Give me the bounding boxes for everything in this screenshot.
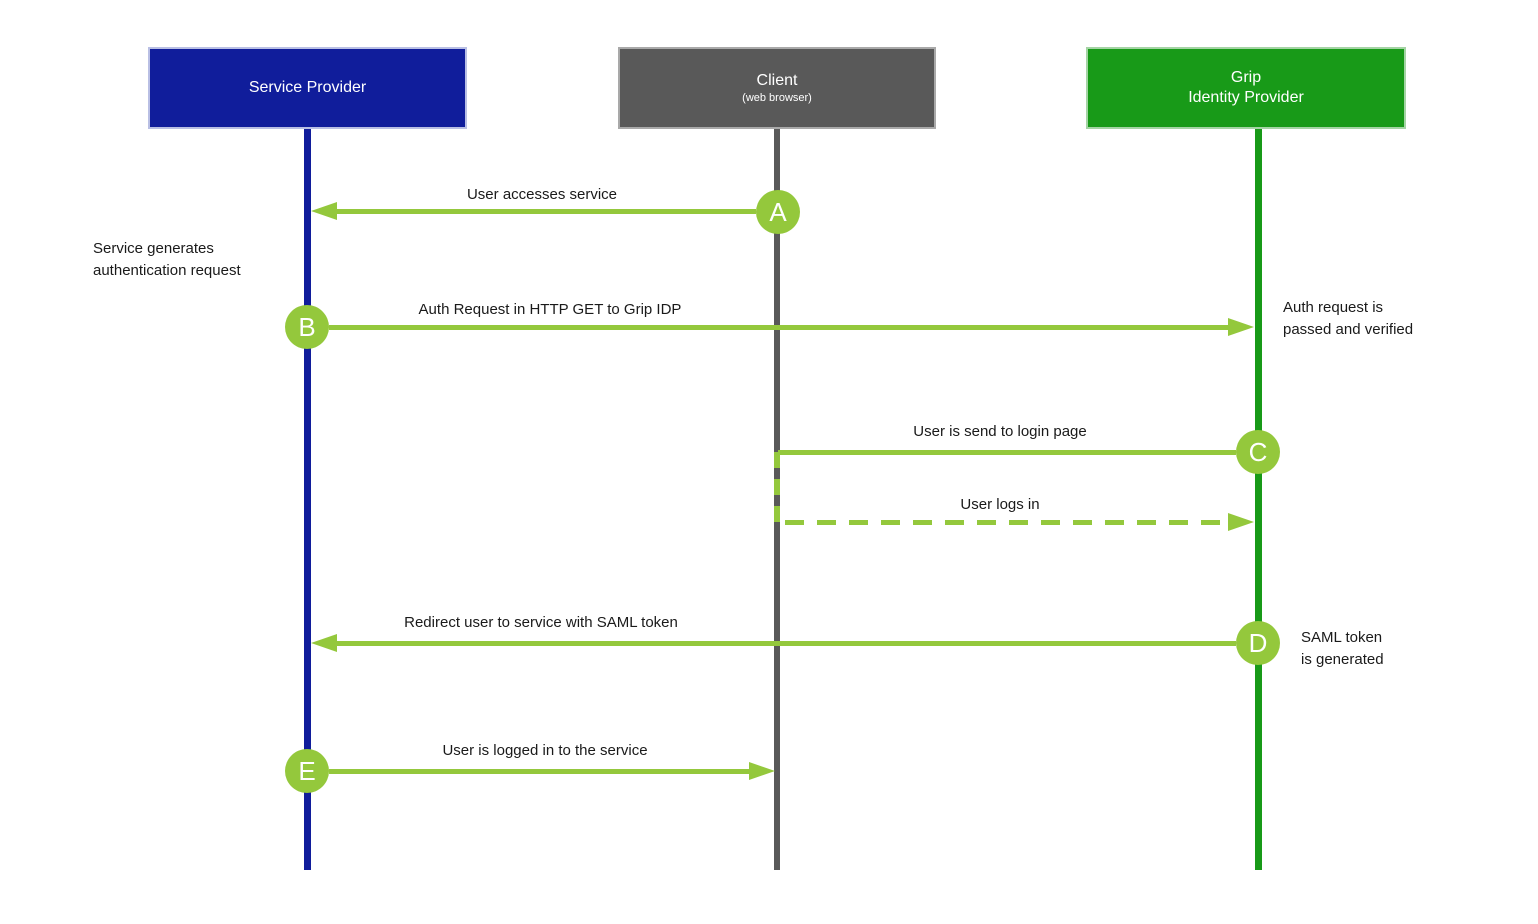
step-badge-b-letter: B bbox=[298, 311, 316, 342]
message-label-d: Redirect user to service with SAML token bbox=[404, 614, 678, 631]
arrowhead-a-icon bbox=[311, 202, 337, 220]
arrowhead-e-icon bbox=[749, 762, 775, 780]
message-label-c: User is send to login page bbox=[913, 423, 1087, 440]
actor-box-identity-provider: Grip Identity Provider bbox=[1086, 47, 1406, 129]
step-badge-e: E bbox=[285, 749, 329, 793]
message-arrow-e bbox=[329, 769, 749, 774]
step-badge-a-letter: A bbox=[769, 196, 787, 227]
message-arrow-user-logs-in bbox=[785, 520, 1226, 525]
note-saml-generated-line1: SAML token bbox=[1301, 629, 1383, 646]
step-badge-e-letter: E bbox=[298, 755, 316, 786]
step-badge-c: C bbox=[1236, 430, 1280, 474]
actor-label-idp-line1: Grip bbox=[1230, 69, 1262, 86]
note-service-generates: Service generates authentication request bbox=[93, 238, 241, 282]
actor-label-idp-line2: Identity Provider bbox=[1188, 89, 1304, 106]
note-auth-verified: Auth request is passed and verified bbox=[1283, 297, 1413, 341]
lifeline-identity-provider bbox=[1255, 129, 1262, 870]
message-label-e: User is logged in to the service bbox=[442, 742, 648, 759]
lifeline-service-provider bbox=[304, 129, 311, 870]
note-service-generates-line1: Service generates bbox=[93, 240, 214, 257]
message-arrow-d bbox=[334, 641, 1236, 646]
step-badge-b: B bbox=[285, 305, 329, 349]
note-auth-verified-line2: passed and verified bbox=[1283, 321, 1414, 338]
client-activation-dashes bbox=[774, 452, 780, 530]
message-label-b: Auth Request in HTTP GET to Grip IDP bbox=[418, 301, 682, 318]
arrowhead-login-icon bbox=[1228, 513, 1254, 531]
actor-box-service-provider: Service Provider bbox=[148, 47, 467, 129]
message-arrow-c bbox=[778, 450, 1236, 455]
note-service-generates-line2: authentication request bbox=[93, 262, 241, 279]
message-arrow-a bbox=[334, 209, 756, 214]
actor-label-client: Client bbox=[756, 72, 798, 89]
actor-sublabel-client: (web browser) bbox=[742, 92, 812, 104]
note-auth-verified-line1: Auth request is bbox=[1283, 299, 1384, 316]
arrowhead-d-icon bbox=[311, 634, 337, 652]
note-saml-generated-line2: is generated bbox=[1301, 651, 1384, 668]
arrowhead-b-icon bbox=[1228, 318, 1254, 336]
step-badge-d-letter: D bbox=[1248, 627, 1268, 658]
note-saml-generated: SAML token is generated bbox=[1301, 627, 1384, 671]
step-badge-d: D bbox=[1236, 621, 1280, 665]
actor-label-service-provider: Service Provider bbox=[248, 79, 367, 96]
message-arrow-b bbox=[329, 325, 1228, 330]
step-badge-a: A bbox=[756, 190, 800, 234]
message-label-a: User accesses service bbox=[466, 186, 618, 203]
actor-box-client: Client (web browser) bbox=[618, 47, 936, 129]
step-badge-c-letter: C bbox=[1248, 436, 1268, 467]
message-label-user-logs-in: User logs in bbox=[960, 496, 1040, 513]
